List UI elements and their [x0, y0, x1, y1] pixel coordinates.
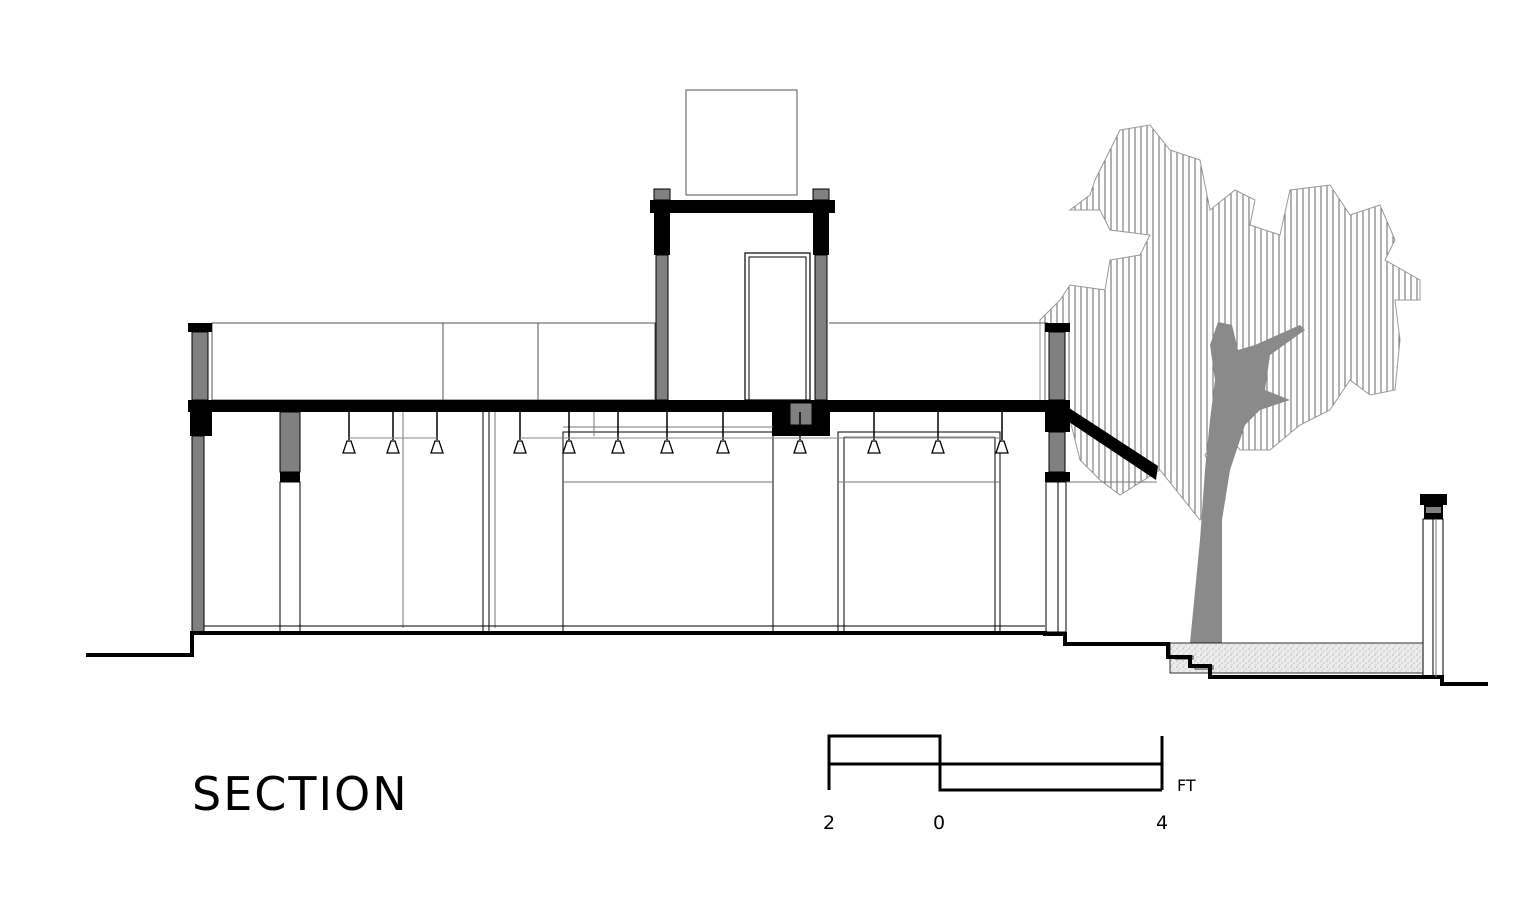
rooftop-door	[744, 252, 811, 401]
pendant-light-icon	[867, 412, 881, 454]
clerestory	[650, 188, 835, 401]
pendant-light-icon	[716, 412, 730, 454]
pendant-light-icon	[513, 412, 527, 454]
interior-column	[279, 411, 301, 633]
pendant-light-icon	[386, 412, 400, 454]
scale-bar	[827, 734, 1164, 792]
pendant-light-icon	[430, 412, 444, 454]
rooftop-box	[685, 89, 798, 196]
pendant-light-icon	[611, 412, 625, 454]
pendant-light-icon	[660, 412, 674, 454]
scale-label-2: 2	[823, 812, 835, 834]
right-wall	[1045, 323, 1158, 633]
scale-label-4: 4	[1156, 812, 1168, 834]
pendant-light-icon	[995, 412, 1009, 454]
drawing-title: SECTION	[192, 767, 409, 821]
tree	[1039, 124, 1421, 643]
roof-slab	[188, 400, 1070, 412]
interior-partitions	[204, 412, 1045, 633]
pendant-lights	[342, 412, 1009, 454]
pendant-light-icon	[562, 412, 576, 454]
left-wall	[188, 323, 212, 633]
scale-unit: FT	[1177, 776, 1196, 795]
pendant-light-icon	[931, 412, 945, 454]
tree-trunk	[1190, 322, 1305, 643]
scale-label-0: 0	[933, 812, 945, 834]
canopy	[1066, 406, 1158, 480]
pendant-light-icon	[342, 412, 356, 454]
tree-canopy	[1039, 124, 1421, 521]
parapets	[211, 322, 1048, 401]
garden-wall	[1420, 494, 1447, 678]
pendant-light-icon	[793, 412, 807, 454]
